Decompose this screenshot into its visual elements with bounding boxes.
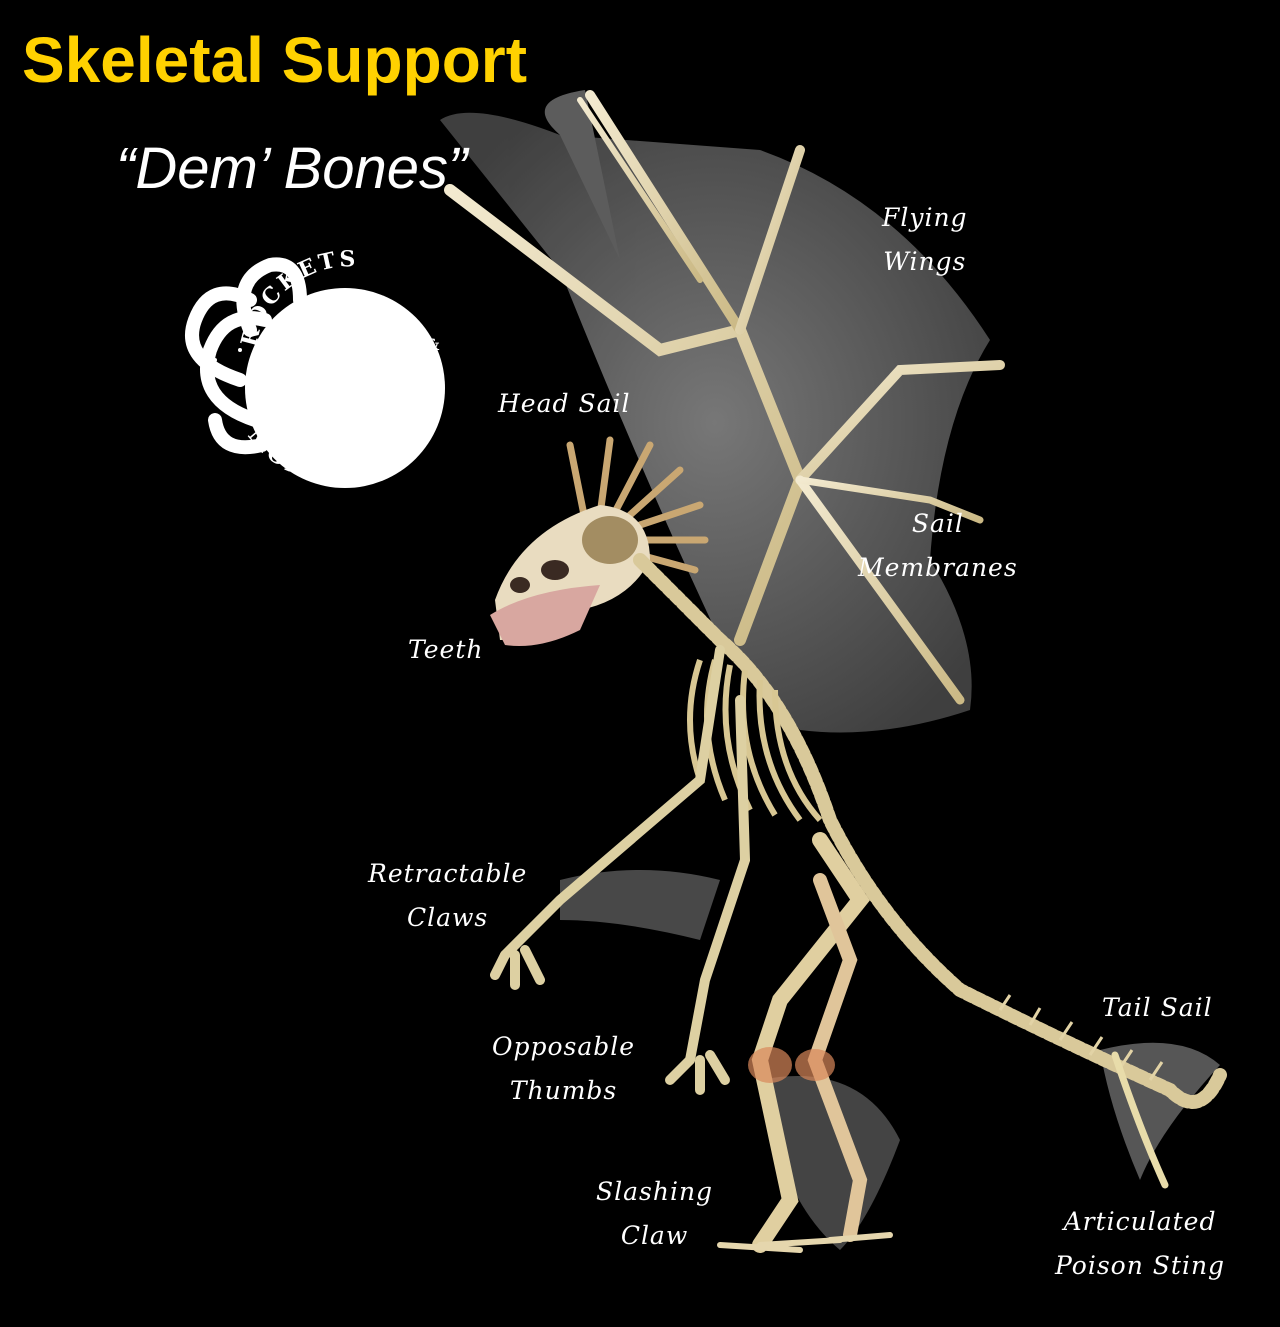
logo-disc — [245, 288, 445, 488]
label-tail-sail: Tail Sail — [1102, 993, 1213, 1022]
tentacle-icon — [185, 257, 307, 455]
arms — [490, 645, 751, 1095]
logo-ampersand: & — [425, 335, 442, 354]
page-title: Skeletal Support — [22, 24, 527, 96]
wing-membrane — [440, 90, 990, 733]
spine — [633, 553, 1227, 1109]
wing-bones — [444, 90, 1005, 705]
tail-membrane — [560, 870, 1220, 1250]
skull — [490, 436, 709, 646]
page-subtitle: “Dem’ Bones” — [116, 136, 468, 201]
tail-spines — [998, 994, 1164, 1081]
label-head-sail: Head Sail — [498, 389, 631, 418]
poison-sting — [1111, 1051, 1169, 1189]
legs — [717, 832, 893, 1253]
label-teeth: Teeth — [408, 635, 484, 664]
